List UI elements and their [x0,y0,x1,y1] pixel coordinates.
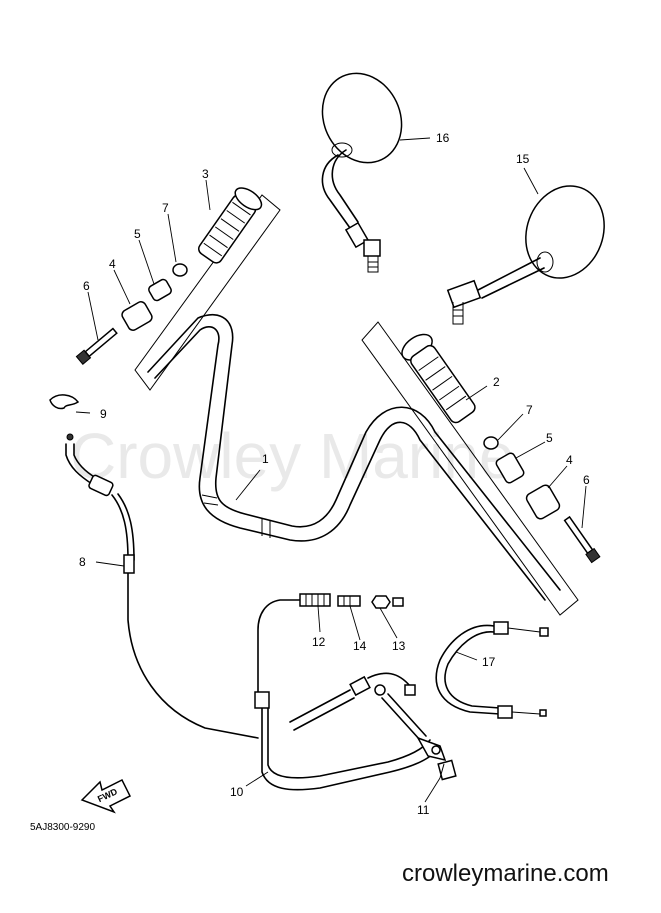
left-grip-assembly[interactable] [75,184,281,391]
cable-8[interactable] [65,443,259,739]
label-5a: 5 [134,227,141,241]
label-1: 1 [262,452,269,466]
callout-numbers: 16 15 3 7 5 4 6 9 1 2 7 5 4 6 8 12 14 13… [79,131,590,817]
label-12: 12 [312,635,326,649]
label-7a: 7 [162,201,169,215]
label-13: 13 [392,639,406,653]
label-8: 8 [79,555,86,569]
label-14: 14 [353,639,367,653]
watermark: Crowley Marine [70,420,515,492]
mirror-16[interactable] [308,60,416,273]
clip-9[interactable] [49,394,80,441]
website-watermark: crowleymarine.com [402,860,609,887]
label-9: 9 [100,407,107,421]
label-10: 10 [230,785,244,799]
label-3: 3 [202,167,209,181]
label-16: 16 [436,131,450,145]
cable-17[interactable] [435,621,549,719]
label-11: 11 [417,803,430,817]
handlebar-1[interactable] [147,313,561,601]
locknut-13[interactable] [371,595,404,609]
cable-10[interactable] [254,599,447,791]
label-6a: 6 [83,279,90,293]
adjuster-14[interactable] [337,595,361,607]
label-17: 17 [482,655,496,669]
label-2: 2 [493,375,500,389]
adjuster-12[interactable] [299,593,331,607]
label-7b: 7 [526,403,533,417]
leader-lines [75,137,587,803]
bolt-11[interactable] [437,759,457,781]
label-6b: 6 [583,473,590,487]
label-4b: 4 [566,453,573,467]
label-15: 15 [516,152,530,166]
label-4a: 4 [109,257,116,271]
label-5b: 5 [546,431,553,445]
mirror-15[interactable] [446,175,617,325]
fwd-arrow: FWD [80,778,132,814]
right-grip-assembly[interactable] [361,321,601,616]
diagram-code: 5AJ8300-9290 [30,822,96,833]
